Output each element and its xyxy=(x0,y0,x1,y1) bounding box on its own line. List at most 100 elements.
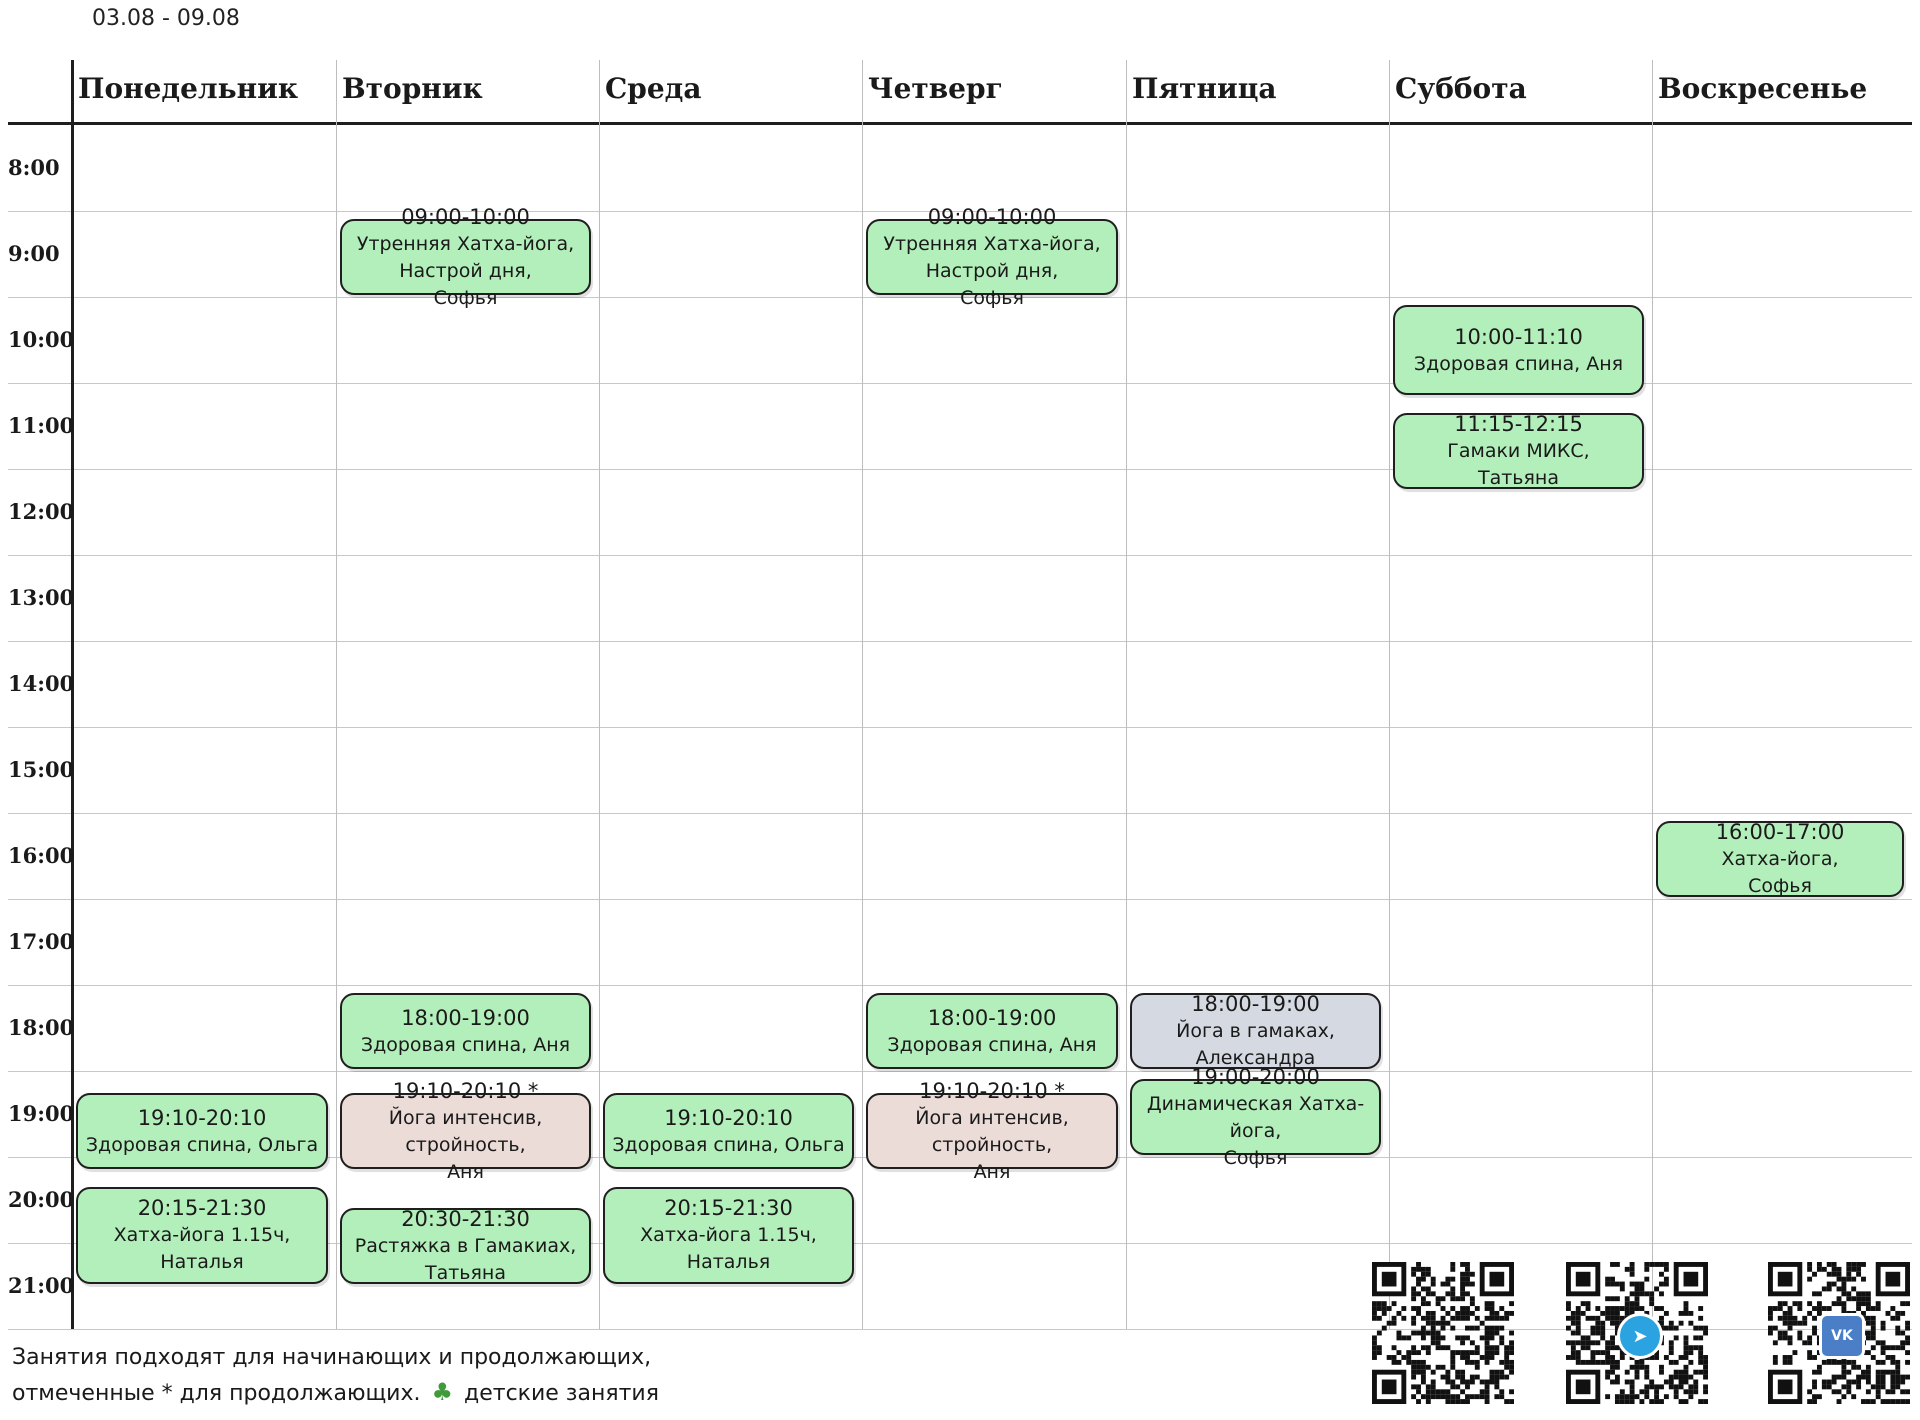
event-time: 20:15-21:30 xyxy=(664,1196,793,1221)
event-description: Здоровая спина, Аня xyxy=(1413,352,1624,375)
day-header: Вторник xyxy=(342,72,483,105)
footer-line-2-kids: детские занятия xyxy=(464,1381,659,1406)
header-divider xyxy=(8,122,1912,125)
hour-label: 14:00 xyxy=(8,671,75,696)
event-time: 18:00-19:00 xyxy=(401,1005,530,1030)
event-time: 19:10-20:10 * xyxy=(392,1078,539,1103)
hour-label: 8:00 xyxy=(8,155,60,180)
event-description: Софья xyxy=(960,286,1024,309)
hour-divider xyxy=(8,727,1912,728)
event-description: Растяжка в Гамакиах, xyxy=(354,1235,577,1257)
date-range: 03.08 - 09.08 xyxy=(92,6,240,31)
event-description: Татьяна xyxy=(424,1262,506,1284)
hour-label: 19:00 xyxy=(8,1101,75,1126)
hour-divider xyxy=(8,985,1912,986)
hour-label: 12:00 xyxy=(8,499,75,524)
hour-label: 11:00 xyxy=(8,413,75,438)
day-header: Воскресенье xyxy=(1658,72,1868,105)
hour-divider xyxy=(8,211,1912,212)
time-axis-line xyxy=(71,60,74,1329)
event-description: Йога в гамаках, xyxy=(1176,1020,1335,1042)
event-description: Настрой дня, xyxy=(399,259,532,282)
event-description: Динамическая Хатха- xyxy=(1146,1092,1365,1115)
hour-label: 10:00 xyxy=(8,327,75,352)
class-event[interactable]: 19:10-20:10 *Йога интенсив,стройность,Ан… xyxy=(866,1079,1118,1183)
footer-line-1: Занятия подходят для начинающих и продол… xyxy=(12,1345,652,1370)
day-header: Суббота xyxy=(1395,72,1527,105)
event-time: 09:00-10:00 xyxy=(401,204,530,229)
event-description: Йога интенсив, xyxy=(915,1106,1069,1129)
hour-label: 20:00 xyxy=(8,1187,75,1212)
event-description: стройность, xyxy=(405,1133,526,1156)
event-time: 19:10-20:10 xyxy=(664,1105,793,1130)
vk-icon: VK xyxy=(1819,1313,1865,1359)
hour-divider xyxy=(8,297,1912,298)
hour-label: 16:00 xyxy=(8,843,75,868)
event-time: 20:30-21:30 xyxy=(401,1207,530,1231)
hour-label: 18:00 xyxy=(8,1015,75,1040)
event-description: Здоровая спина, Ольга xyxy=(85,1133,319,1156)
event-description: Аня xyxy=(447,1160,484,1183)
class-event[interactable]: 19:10-20:10 *Йога интенсив,стройность,Ан… xyxy=(340,1079,591,1183)
event-description: Утренняя Хатха-йога, xyxy=(356,232,575,255)
telegram-icon: ➤ xyxy=(1617,1313,1663,1359)
event-time: 11:15-12:15 xyxy=(1454,411,1583,436)
hour-divider xyxy=(8,1243,1912,1244)
day-header: Четверг xyxy=(868,72,1003,105)
hour-label: 13:00 xyxy=(8,585,75,610)
day-column-divider xyxy=(336,60,337,1329)
day-column-divider xyxy=(1389,60,1390,1329)
event-time: 09:00-10:00 xyxy=(927,204,1057,229)
day-header: Понедельник xyxy=(78,72,299,105)
hour-divider xyxy=(8,813,1912,814)
event-description: Здоровая спина, Аня xyxy=(887,1033,1097,1056)
footer-note: Занятия подходят для начинающих и продол… xyxy=(12,1340,659,1411)
event-description: Здоровая спина, Аня xyxy=(360,1033,571,1056)
event-description: йога, xyxy=(1229,1119,1282,1142)
event-description: Софья xyxy=(433,286,498,309)
event-description: Утренняя Хатха-йога, xyxy=(883,232,1101,255)
event-time: 20:15-21:30 xyxy=(137,1196,267,1221)
hour-label: 15:00 xyxy=(8,757,75,782)
hour-label: 9:00 xyxy=(8,241,60,266)
event-time: 18:00-19:00 xyxy=(1191,992,1320,1016)
event-description: Хатха-йога, xyxy=(1721,848,1839,870)
event-description: Софья xyxy=(1223,1146,1288,1169)
event-time: 19:00-20:00 xyxy=(1191,1064,1320,1089)
event-time: 16:00-17:00 xyxy=(1715,820,1845,844)
hour-label: 17:00 xyxy=(8,929,75,954)
day-column-divider xyxy=(1126,60,1127,1329)
event-description: Александра xyxy=(1195,1047,1316,1069)
event-description: Здоровая спина, Ольга xyxy=(612,1133,845,1156)
hour-divider xyxy=(8,899,1912,900)
event-description: Наталья xyxy=(686,1251,771,1274)
qr-code-telegram[interactable]: ➤ xyxy=(1566,1262,1708,1404)
qr-code[interactable] xyxy=(1372,1262,1514,1404)
event-description: Софья xyxy=(1748,875,1812,897)
event-time: 19:10-20:10 * xyxy=(919,1078,1065,1103)
hour-label: 21:00 xyxy=(8,1273,75,1298)
hour-divider xyxy=(8,555,1912,556)
hour-divider xyxy=(8,383,1912,384)
event-description: Гамаки МИКС, xyxy=(1447,439,1590,462)
day-column-divider xyxy=(1652,60,1653,1329)
event-time: 18:00-19:00 xyxy=(927,1005,1057,1030)
event-description: Наталья xyxy=(160,1251,244,1274)
footer-line-2: отмеченные * для продолжающих. ♣ детские… xyxy=(12,1375,659,1411)
qr-code-vk[interactable]: VK xyxy=(1768,1262,1910,1404)
hour-divider xyxy=(8,1329,1912,1330)
